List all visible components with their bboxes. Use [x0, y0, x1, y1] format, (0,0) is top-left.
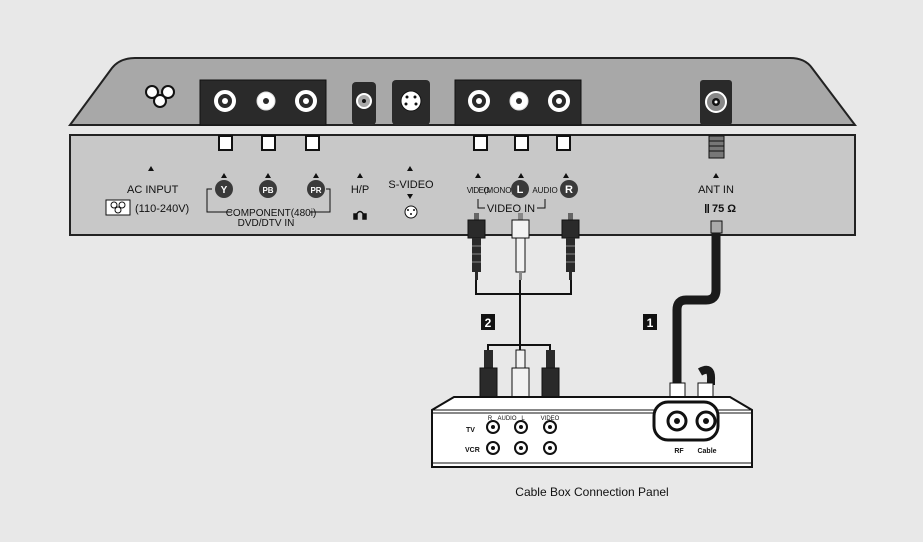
svideo-down-arrow — [407, 194, 413, 199]
video-in-audio-r-jack[interactable] — [548, 90, 570, 112]
svg-text:PR: PR — [310, 186, 321, 195]
cable-box-tv-label: TV — [466, 427, 475, 434]
svg-text:Y: Y — [221, 185, 228, 196]
step-2-callout: 2 — [481, 314, 495, 330]
headphone-icon — [353, 210, 367, 220]
audio-r-badge: R — [560, 180, 578, 198]
component-pb-badge: PB — [259, 180, 277, 198]
av-cable-wires — [475, 280, 572, 352]
cable-box-vcr-jacks — [486, 441, 557, 455]
hp-label: H/P — [351, 184, 369, 196]
mono-label: (MONO) — [484, 186, 515, 195]
component-jack-panel — [199, 79, 327, 126]
component-y-jack[interactable] — [214, 90, 236, 112]
ac-input-voltage: (110-240V) — [135, 203, 189, 215]
component-bracket — [206, 188, 331, 213]
svideo-icon — [404, 205, 418, 219]
strip-arrows — [148, 166, 719, 178]
component-pr-jack[interactable] — [295, 90, 317, 112]
cable-box-tv-jacks — [486, 420, 557, 434]
video-in-video-jack[interactable] — [468, 90, 490, 112]
label-strip — [69, 134, 856, 236]
video-in-label: VIDEO IN — [487, 203, 535, 215]
connector-stubs — [218, 135, 571, 151]
power-socket-icon — [145, 85, 175, 108]
svg-text:2: 2 — [485, 316, 492, 330]
video-label: VIDEO — [467, 186, 490, 195]
video-in-audio-l-jack[interactable] — [509, 91, 529, 111]
antenna-stub — [708, 135, 725, 159]
cable-box-caption: Cable Box Connection Panel — [515, 485, 668, 499]
ac-input-icon — [105, 199, 131, 216]
audio-label: AUDIO — [532, 186, 557, 195]
cable-box-audio-label: AUDIO — [497, 416, 516, 422]
component-label: COMPONENT(480i) — [226, 208, 317, 219]
svg-text:1: 1 — [647, 316, 654, 330]
ant-ohm-symbol — [705, 204, 709, 213]
ant-in-label: ANT IN — [698, 184, 734, 196]
antenna-jack[interactable] — [700, 80, 732, 125]
step-1-callout: 1 — [643, 314, 657, 330]
svg-text:L: L — [517, 184, 524, 196]
svg-text:R: R — [565, 184, 573, 196]
video-in-jack-panel — [454, 79, 582, 126]
ant-ohm-label: 75 Ω — [712, 203, 736, 215]
headphone-jack[interactable] — [352, 82, 376, 125]
cable-box-rf-label: RF — [674, 448, 684, 455]
cable-box-video-label: VIDEO — [541, 416, 560, 422]
av-cable-tv-end — [467, 213, 580, 280]
svg-text:PB: PB — [262, 186, 273, 195]
component-pr-badge: PR — [307, 180, 325, 198]
cable-box-rf-panel — [652, 400, 720, 442]
audio-l-badge: L — [511, 180, 529, 198]
ac-input-label: AC INPUT — [127, 184, 179, 196]
svideo-jack[interactable] — [392, 80, 430, 125]
cable-box-audio-l: L — [521, 416, 525, 422]
component-pb-jack[interactable] — [256, 91, 276, 111]
dvd-dtv-label: DVD/DTV IN — [238, 218, 295, 229]
component-y-badge: Y — [215, 180, 233, 198]
antenna-cable — [669, 220, 723, 408]
cable-box-vcr-label: VCR — [465, 447, 480, 454]
video-in-bracket — [477, 199, 546, 209]
svideo-label: S-VIDEO — [388, 179, 434, 191]
cable-box-audio-r: R — [488, 416, 493, 422]
cable-box-cable-label: Cable — [697, 448, 716, 455]
